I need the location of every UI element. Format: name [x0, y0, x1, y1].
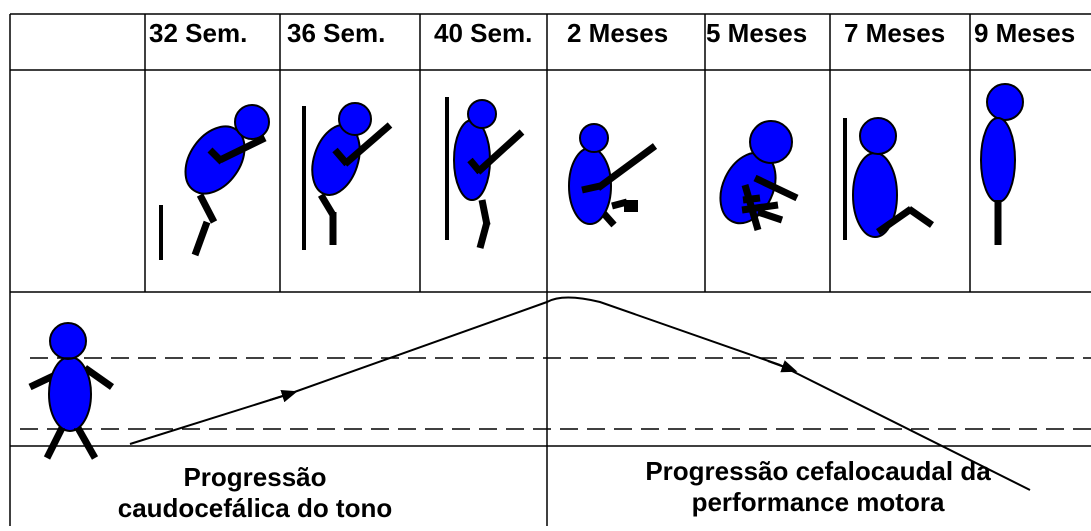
- motor-caption-line-1: Progressão cefalocaudal da: [645, 456, 991, 486]
- tone-progression-caption: Progressão caudocefálica do tono: [60, 462, 450, 524]
- posture-figure-2-meses: [568, 123, 658, 228]
- tone-caption-line-2: caudocefálica do tono: [117, 493, 393, 523]
- column-label-5-meses: 5 Meses: [706, 18, 808, 48]
- posture-figure-7-meses: [843, 117, 934, 240]
- tone-caption-line-1: Progressão: [183, 462, 327, 492]
- motor-caption-line-2: performance motora: [691, 487, 945, 517]
- motor-progression-caption: Progressão cefalocaudal da performance m…: [598, 456, 1038, 518]
- posture-figure-40-sem: [445, 97, 525, 249]
- tone-rising-curve: [129, 394, 287, 445]
- column-label-36-sem: 36 Sem.: [287, 18, 386, 48]
- rising-arrow: [269, 389, 298, 403]
- posture-figure-9-meses: [980, 83, 1024, 245]
- progression-curves: [129, 296, 1031, 491]
- reference-levels: [20, 357, 1091, 430]
- column-label-9-meses: 9 Meses: [974, 18, 1076, 48]
- reference-figure: [28, 322, 115, 460]
- table-grid: [9, 13, 1091, 526]
- falling-arrow: [767, 360, 798, 373]
- column-label-40-sem: 40 Sem.: [434, 18, 533, 48]
- posture-figure-5-meses: [719, 120, 799, 231]
- posture-figure-32-sem: [159, 104, 270, 260]
- posture-figure-36-sem: [302, 102, 393, 250]
- column-label-32-sem: 32 Sem.: [149, 18, 248, 48]
- column-label-2-meses: 2 Meses: [567, 18, 669, 48]
- column-label-7-meses: 7 Meses: [844, 18, 946, 48]
- motor-falling-curve: [546, 296, 781, 366]
